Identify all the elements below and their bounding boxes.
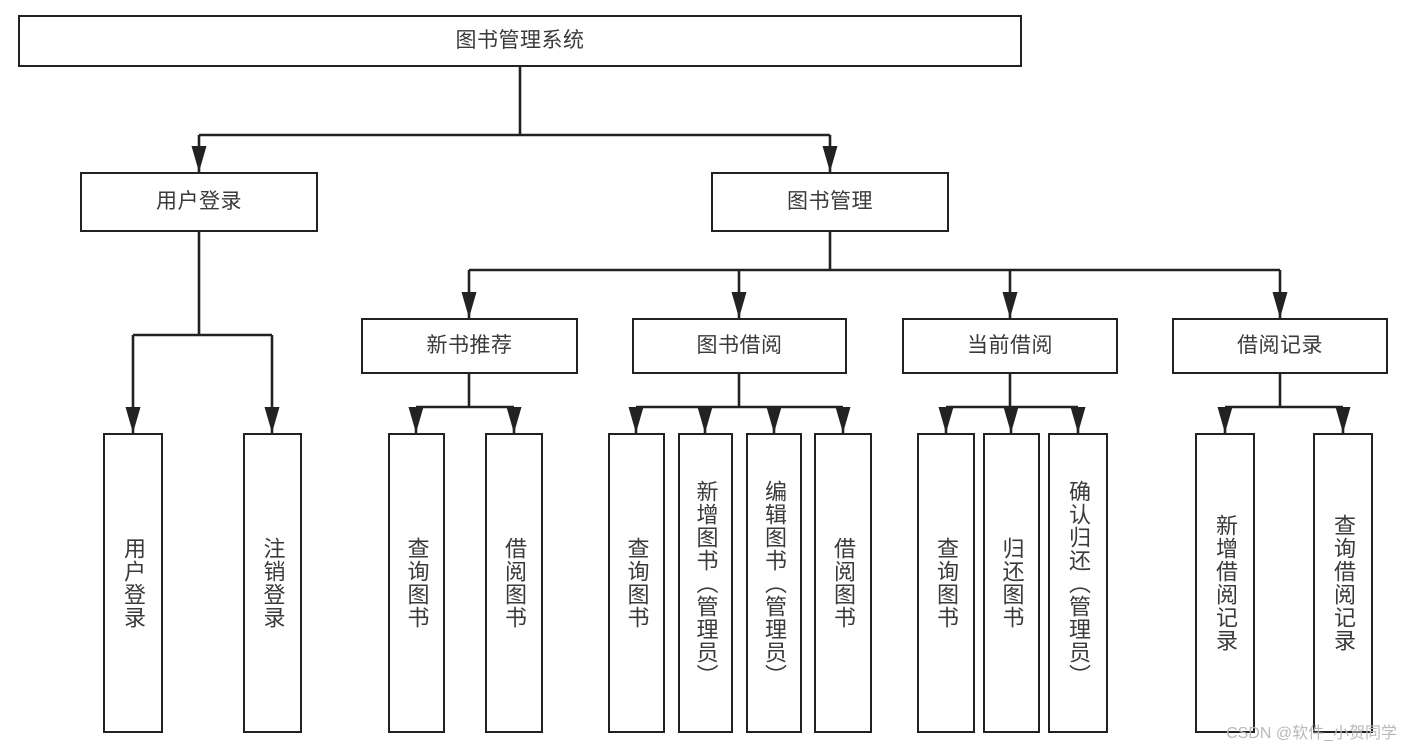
node-label: 新增图书（管理员）: [693, 479, 719, 687]
connector-arrow-icon: [731, 292, 747, 318]
watermark-label: CSDN @软件_小贺同学: [1226, 725, 1397, 742]
node-leaf-confirm-return[interactable]: 确认归还（管理员）: [1048, 433, 1108, 733]
node-label: 用户登录: [120, 537, 146, 629]
node-leaf-return-book[interactable]: 归还图书: [983, 433, 1040, 733]
node-label: 图书管理系统: [455, 28, 585, 52]
node-label: 查询图书: [933, 537, 959, 629]
node-book-manage[interactable]: 图书管理: [711, 172, 949, 232]
connector-arrow-icon: [408, 407, 424, 433]
node-leaf-query-book-3[interactable]: 查询图书: [917, 433, 975, 733]
connector-arrow-icon: [1217, 407, 1233, 433]
connector-arrow-icon: [697, 407, 713, 433]
node-user-login[interactable]: 用户登录: [80, 172, 318, 232]
node-leaf-add-record[interactable]: 新增借阅记录: [1195, 433, 1255, 733]
node-leaf-borrow-book-1[interactable]: 借阅图书: [485, 433, 543, 733]
connector-arrow-icon: [835, 407, 851, 433]
connector-arrow-icon: [822, 146, 838, 172]
connector-arrow-icon: [1002, 292, 1018, 318]
node-label: 新增借阅记录: [1212, 514, 1238, 652]
node-new-book-rec[interactable]: 新书推荐: [361, 318, 578, 374]
node-label: 确认归还（管理员）: [1065, 479, 1091, 687]
node-leaf-user-login[interactable]: 用户登录: [103, 433, 163, 733]
node-label: 图书借阅: [696, 333, 783, 357]
node-leaf-query-book-1[interactable]: 查询图书: [388, 433, 445, 733]
connector-arrow-icon: [264, 407, 280, 433]
node-root[interactable]: 图书管理系统: [18, 15, 1022, 67]
node-label: 归还图书: [999, 537, 1025, 629]
node-book-borrow[interactable]: 图书借阅: [632, 318, 847, 374]
connector-arrow-icon: [191, 146, 207, 172]
connector-arrow-icon: [938, 407, 954, 433]
connector-arrow-icon: [1070, 407, 1086, 433]
node-leaf-logout[interactable]: 注销登录: [243, 433, 302, 733]
connector-arrow-icon: [125, 407, 141, 433]
node-label: 查询图书: [624, 537, 650, 629]
node-label: 借阅图书: [501, 537, 527, 629]
connector-arrow-icon: [461, 292, 477, 318]
node-label: 图书管理: [787, 189, 873, 213]
node-loan-record[interactable]: 借阅记录: [1172, 318, 1388, 374]
node-leaf-query-book-2[interactable]: 查询图书: [608, 433, 665, 733]
connector-arrow-icon: [1003, 407, 1019, 433]
connector-arrow-icon: [1335, 407, 1351, 433]
node-leaf-borrow-book-2[interactable]: 借阅图书: [814, 433, 872, 733]
connector-arrow-icon: [628, 407, 644, 433]
node-label: 用户登录: [156, 189, 242, 213]
node-label: 编辑图书（管理员）: [761, 479, 787, 687]
node-label: 查询借阅记录: [1330, 514, 1356, 652]
node-current-loan[interactable]: 当前借阅: [902, 318, 1118, 374]
node-leaf-query-record[interactable]: 查询借阅记录: [1313, 433, 1373, 733]
node-label: 借阅图书: [830, 537, 856, 629]
connector-arrow-icon: [506, 407, 522, 433]
node-label: 借阅记录: [1237, 333, 1323, 357]
node-label: 当前借阅: [967, 333, 1053, 357]
node-label: 新书推荐: [426, 333, 513, 357]
node-label: 注销登录: [260, 537, 286, 629]
node-leaf-add-book[interactable]: 新增图书（管理员）: [678, 433, 733, 733]
node-label: 查询图书: [404, 537, 430, 629]
connector-arrow-icon: [1272, 292, 1288, 318]
node-leaf-edit-book[interactable]: 编辑图书（管理员）: [746, 433, 802, 733]
connector-arrow-icon: [766, 407, 782, 433]
